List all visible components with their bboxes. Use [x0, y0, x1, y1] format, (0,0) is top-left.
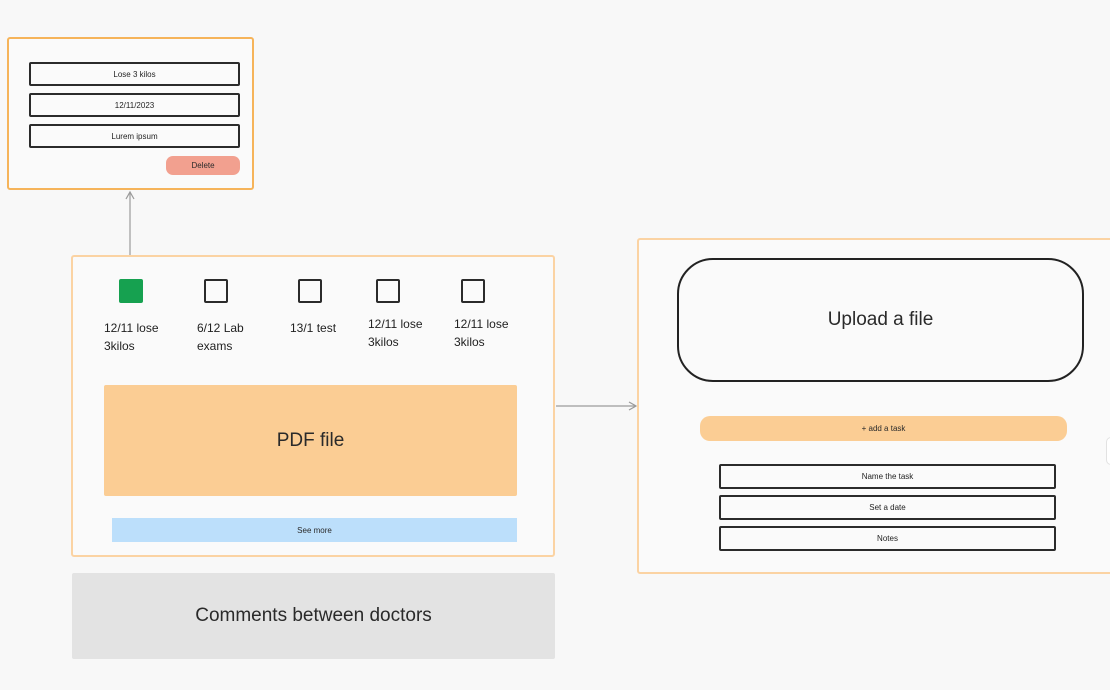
task-date-input[interactable]: Set a date	[719, 495, 1056, 520]
timeline-step-label: 12/11 lose 3kilos	[454, 317, 509, 349]
see-more-button[interactable]: See more	[112, 518, 517, 542]
task-notes-input-text: Notes	[877, 534, 898, 543]
comments-label: Comments between doctors	[195, 605, 432, 626]
timeline-step-label: 13/1 test	[290, 321, 337, 335]
timeline-step-label: 12/11 lose 3kilos	[104, 321, 159, 353]
task-notes-text: Lurem ipsum	[111, 131, 158, 141]
timeline-card: 12/11 lose 3kilos 6/12 Lab exams 13/1 te…	[71, 255, 555, 557]
task-date-field[interactable]: 12/11/2023	[29, 93, 240, 117]
pdf-file-label: PDF file	[276, 429, 345, 451]
task-name-field[interactable]: Name the task	[719, 464, 1056, 489]
task-name-text: Name the task	[861, 472, 914, 481]
task-notes-field[interactable]: Lurem ipsum	[29, 124, 240, 148]
comments-panel[interactable]: Comments between doctors	[72, 573, 555, 659]
task-date-text: 12/11/2023	[114, 100, 155, 110]
timeline-step-checkbox[interactable]	[119, 279, 143, 303]
timeline-step-label: 12/11 lose 3kilos	[368, 317, 423, 349]
task-title-text: Lose 3 kilos	[113, 69, 156, 79]
timeline-step-checkbox[interactable]	[376, 279, 400, 303]
task-date-input-text: Set a date	[869, 503, 906, 512]
upload-file-dropzone[interactable]: Upload a file	[677, 258, 1084, 382]
delete-button[interactable]: Delete	[166, 156, 240, 175]
pdf-file-preview[interactable]: PDF file	[104, 385, 517, 496]
timeline-step-label: 6/12 Lab exams	[197, 321, 244, 353]
upload-card: Upload a file + add a task Name the task…	[637, 238, 1110, 574]
timeline-step-checkbox[interactable]	[461, 279, 485, 303]
side-panel-handle[interactable]	[1106, 437, 1110, 465]
timeline-step-checkbox[interactable]	[298, 279, 322, 303]
add-task-button[interactable]: + add a task	[700, 416, 1067, 441]
timeline-step-checkbox[interactable]	[204, 279, 228, 303]
task-detail-card: Lose 3 kilos 12/11/2023 Lurem ipsum Dele…	[7, 37, 254, 190]
upload-title: Upload a file	[827, 309, 934, 330]
task-title-field[interactable]: Lose 3 kilos	[29, 62, 240, 86]
task-notes-input[interactable]: Notes	[719, 526, 1056, 551]
